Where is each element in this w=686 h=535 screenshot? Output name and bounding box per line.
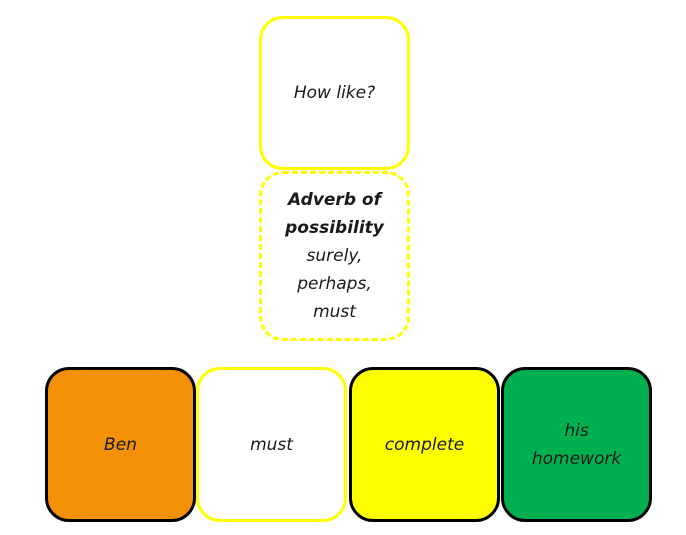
- adverb-example: must: [313, 302, 356, 322]
- question-card: How like?: [259, 16, 410, 170]
- adverb-card-examples: surely, perhaps, must: [297, 242, 371, 326]
- word-card-adverb: must: [196, 367, 347, 522]
- adverb-card-heading: Adverb of possibility: [285, 186, 384, 242]
- adverb-card-heading-line2: possibility: [285, 218, 384, 238]
- adverb-example: perhaps,: [297, 274, 372, 294]
- word-card-text: Ben: [104, 434, 137, 455]
- word-card-object: his homework: [501, 367, 652, 522]
- word-card-text: his homework: [531, 420, 622, 469]
- word-card-verb: complete: [349, 367, 500, 522]
- word-card-text: complete: [384, 434, 465, 455]
- question-card-text: How like?: [293, 83, 376, 103]
- adverb-example: surely,: [306, 246, 363, 266]
- adverb-card-heading-line1: Adverb of: [288, 190, 381, 210]
- word-card-subject: Ben: [45, 367, 196, 522]
- adverb-card: Adverb of possibility surely, perhaps, m…: [259, 171, 410, 341]
- word-card-text: must: [250, 434, 293, 455]
